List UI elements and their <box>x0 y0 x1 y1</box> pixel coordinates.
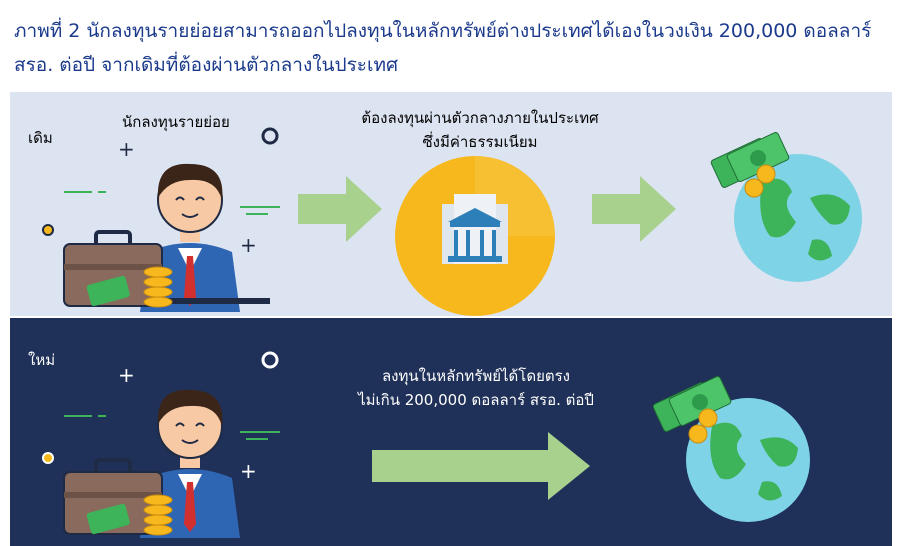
arrow-right-icon <box>298 176 382 242</box>
intermediary-line-2: ซึ่งมีค่าธรรมเนียม <box>422 133 538 151</box>
money-icon <box>652 376 732 444</box>
bank-icon <box>395 156 555 316</box>
intermediary-line-1: ต้องลงทุนผ่านตัวกลางภายในประเทศ <box>361 109 599 127</box>
svg-text:+: + <box>240 459 257 483</box>
coins-icon <box>143 266 173 308</box>
svg-text:+: + <box>240 233 257 257</box>
direct-line-1: ลงทุนในหลักทรัพย์ได้โดยตรง <box>381 367 570 385</box>
globe-icon <box>652 376 810 522</box>
intermediary-label: ต้องลงทุนผ่านตัวกลางภายในประเทศ ซึ่งมีค่… <box>320 106 640 154</box>
svg-text:+: + <box>118 363 135 387</box>
new-process-panel: ใหม่ ลงทุนในหลักทรัพย์ได้โดยตรง ไม่เกิน … <box>10 318 892 546</box>
direct-label: ลงทุนในหลักทรัพย์ได้โดยตรง ไม่เกิน 200,0… <box>326 364 626 412</box>
direct-line-2: ไม่เกิน 200,000 ดอลลาร์ สรอ. ต่อปี <box>358 391 594 409</box>
svg-text:+: + <box>118 137 135 161</box>
coins-icon <box>143 494 173 536</box>
briefcase-icon <box>63 458 173 536</box>
globe-icon <box>710 132 862 282</box>
old-tag: เดิม <box>28 129 53 147</box>
money-icon <box>710 132 790 198</box>
new-tag: ใหม่ <box>28 351 56 369</box>
briefcase-icon <box>63 230 173 308</box>
old-process-panel: เดิม นักลงทุนรายย่อย ต้องลงทุนผ่านตัวกลา… <box>10 92 892 316</box>
arrow-right-icon <box>592 176 676 242</box>
page-title: ภาพที่ 2 นักลงทุนรายย่อยสามารถออกไปลงทุน… <box>14 20 872 76</box>
arrow-right-icon <box>372 432 590 500</box>
investor-label: นักลงทุนรายย่อย <box>122 113 230 131</box>
